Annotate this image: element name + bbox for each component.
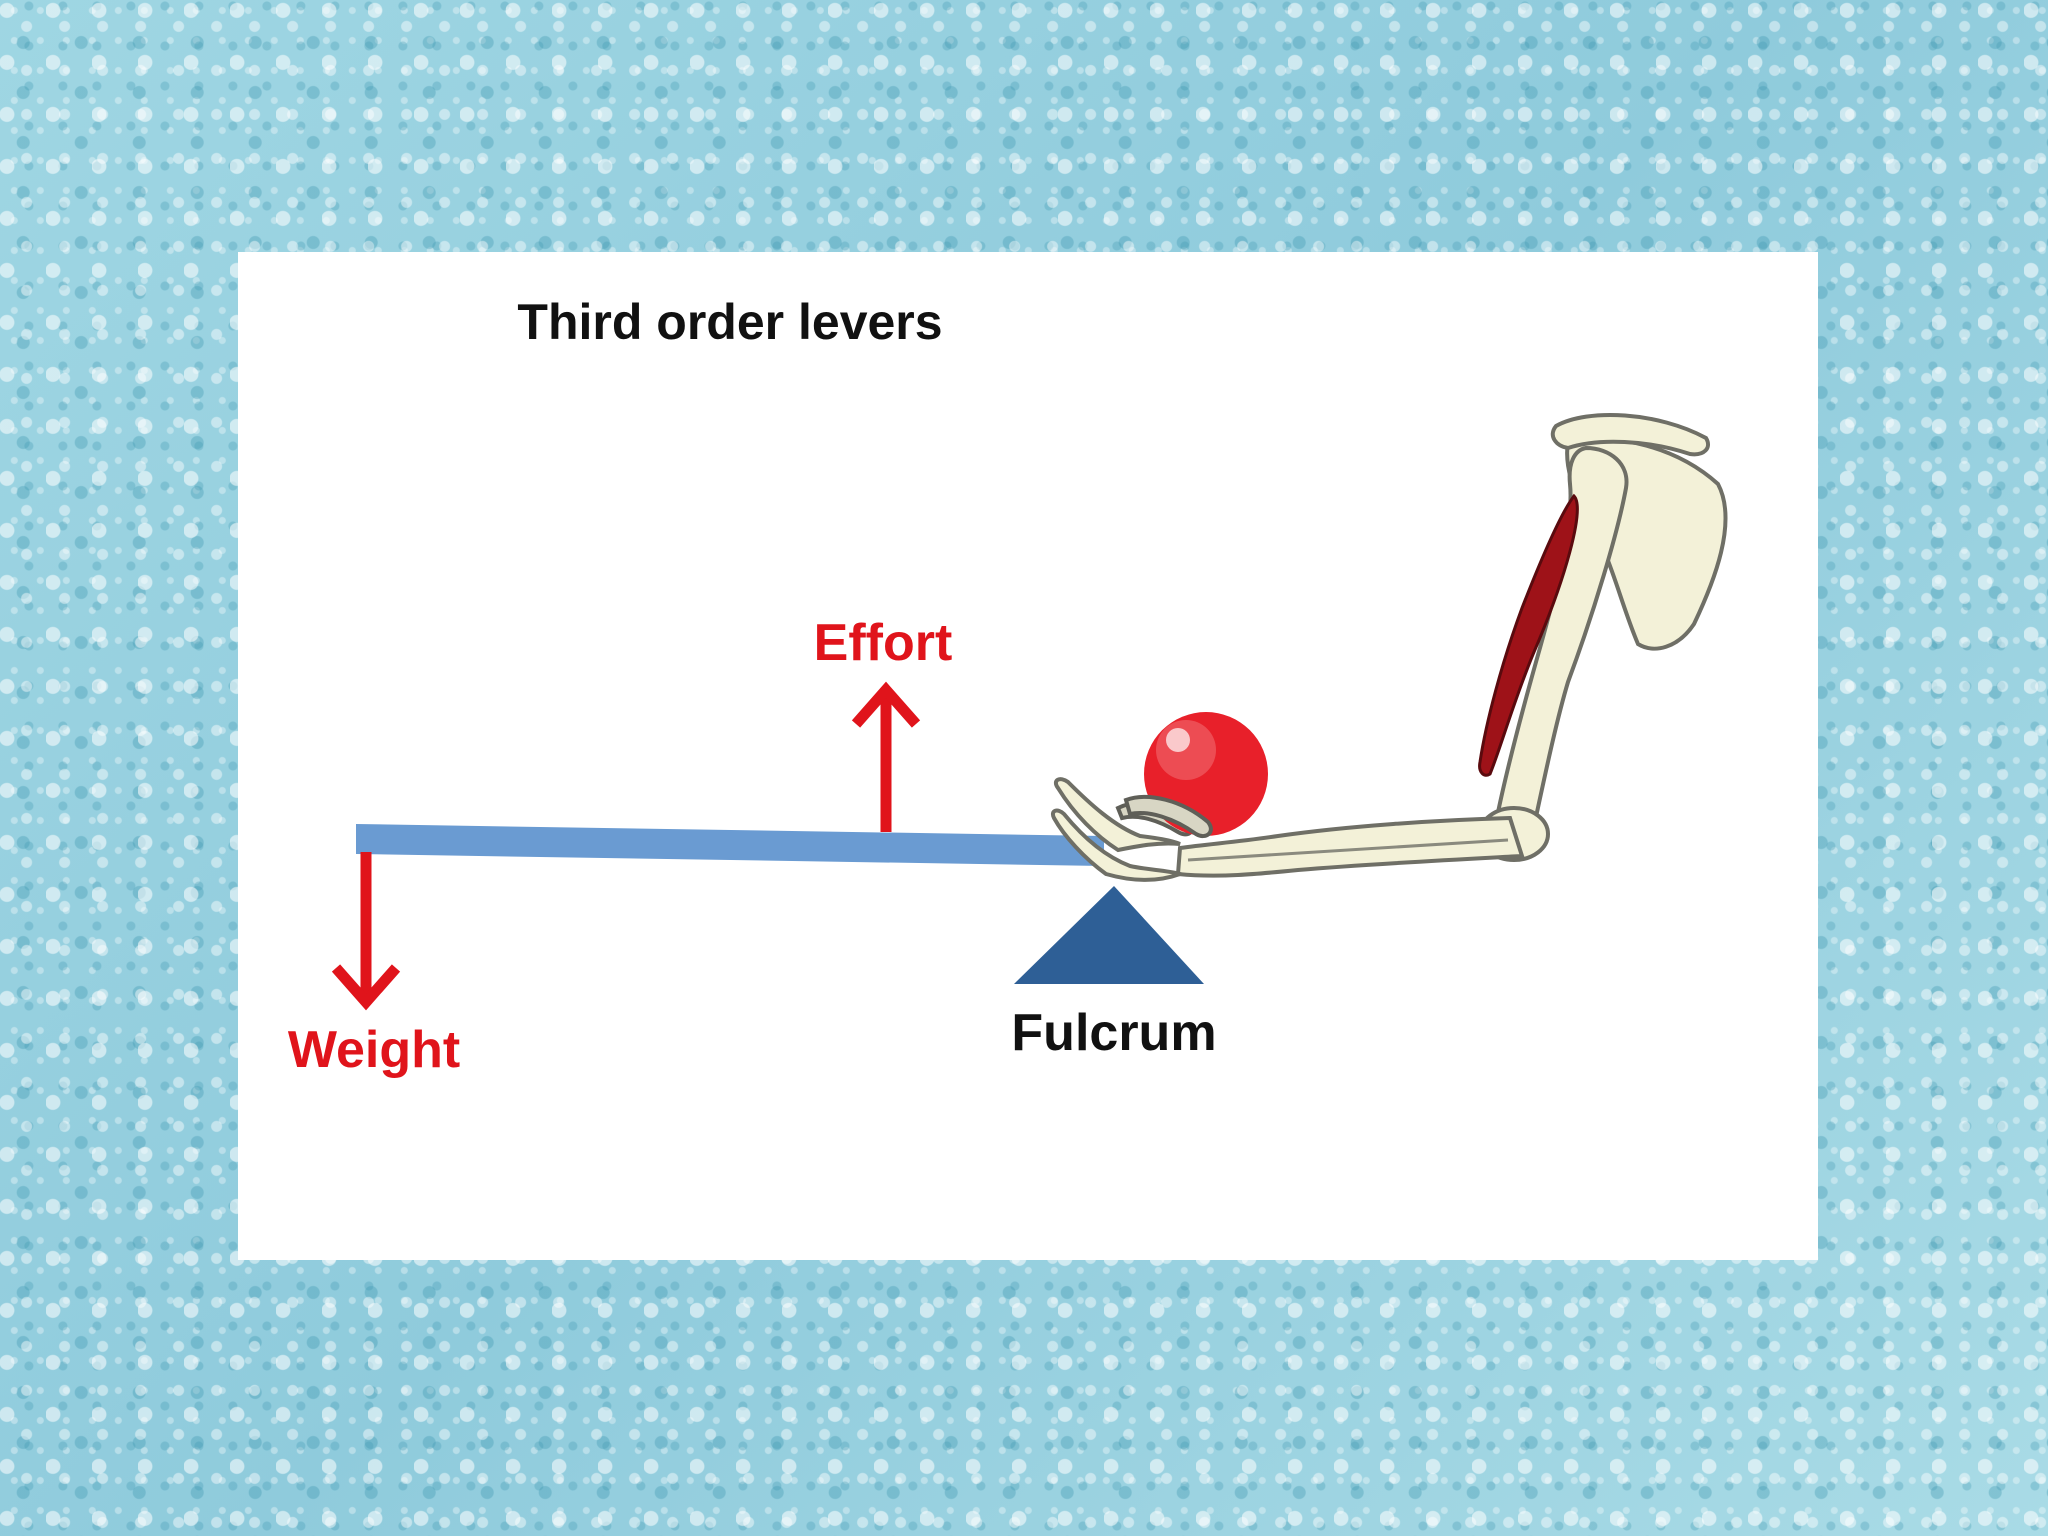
clavicle-bone [1550,412,1710,457]
biceps-muscle [1478,493,1579,777]
hand-bones [1051,777,1187,882]
third-order-lever-diagram: Third order levers Effort Weight Fulcrum [288,294,1728,1079]
lever-beam [356,824,1104,866]
arm-skeleton-illustration [1051,412,1728,882]
weight-label: Weight [288,1021,460,1079]
thumb-front [1123,795,1213,839]
weight-arrow [331,852,401,1011]
diagram-panel: Third order levers Effort Weight Fulcrum [238,252,1818,1260]
fulcrum-triangle [1014,886,1204,984]
fulcrum-label: Fulcrum [1011,1004,1216,1062]
diagram-title: Third order levers [517,294,942,350]
effort-label: Effort [814,614,953,672]
forearm-bone-seam [1187,838,1509,862]
effort-arrow [851,681,921,832]
